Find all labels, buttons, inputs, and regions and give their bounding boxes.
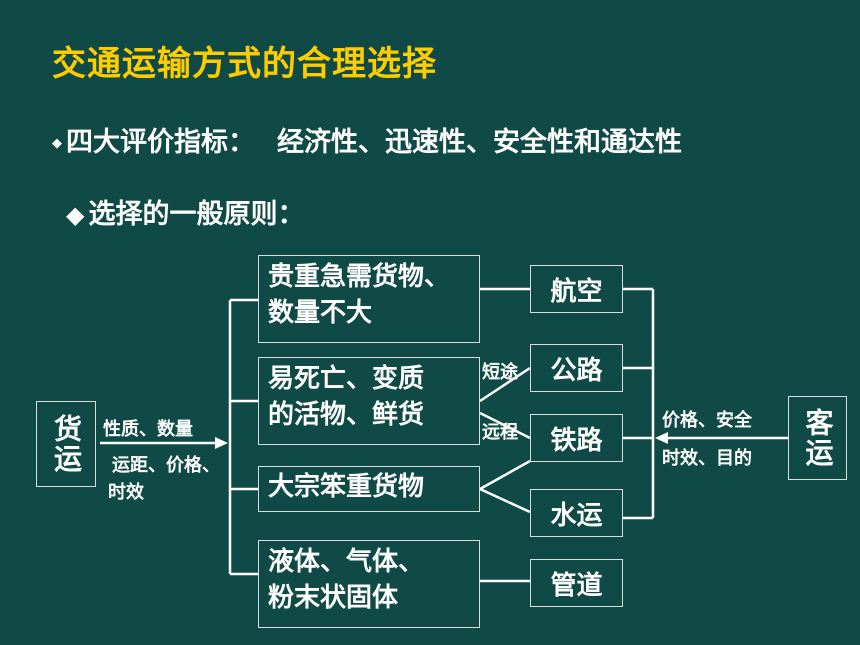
indicators-value: 经济性、迅速性、安全性和通达性 — [277, 127, 682, 158]
page-title: 交通运输方式的合理选择 — [52, 44, 437, 84]
freight-factor-1: 性质、数量 — [103, 419, 193, 440]
link-rail-1 — [479, 411, 531, 440]
freight-arrow-head — [215, 437, 228, 449]
indicators-line: ◆ 四大评价指标： 经济性、迅速性、安全性和通达性 — [52, 120, 682, 159]
mode-rail: 铁路 — [530, 414, 623, 462]
principle-label: 选择的一般原则： — [88, 199, 305, 230]
freight-factor-2: 运距、价格、 — [112, 455, 220, 476]
label-long-distance: 远程 — [482, 422, 518, 443]
link-rail-2 — [479, 459, 531, 491]
passenger-factor-1: 价格、安全 — [662, 410, 752, 431]
passenger-factor-2: 时效、目的 — [662, 448, 752, 469]
link-water — [479, 487, 531, 514]
mode-water: 水运 — [530, 489, 623, 537]
label-short-distance: 短途 — [482, 362, 518, 383]
freight-factor-3: 时效 — [108, 482, 144, 503]
link-road — [479, 366, 531, 403]
passenger-arrow-head — [655, 432, 668, 444]
freight-box: 货运 — [36, 401, 96, 487]
category-fluids: 液体、气体、 粉末状固体 — [258, 540, 480, 628]
passenger-box: 客运 — [788, 396, 847, 480]
category-valuable-goods: 贵重急需货物、 数量不大 — [258, 255, 480, 343]
mode-air: 航空 — [530, 265, 623, 313]
mode-pipeline: 管道 — [530, 559, 623, 607]
mode-road: 公路 — [530, 344, 623, 392]
category-perishables: 易死亡、变质 的活物、鲜货 — [258, 357, 480, 445]
indicators-label: 四大评价指标： — [66, 127, 255, 158]
principle-line: ◆选择的一般原则： — [66, 192, 304, 231]
category-bulk-goods: 大宗笨重货物 — [258, 466, 480, 512]
diamond-bullet-icon: ◆ — [52, 136, 62, 151]
diamond-bullet-icon: ◆ — [66, 201, 85, 229]
